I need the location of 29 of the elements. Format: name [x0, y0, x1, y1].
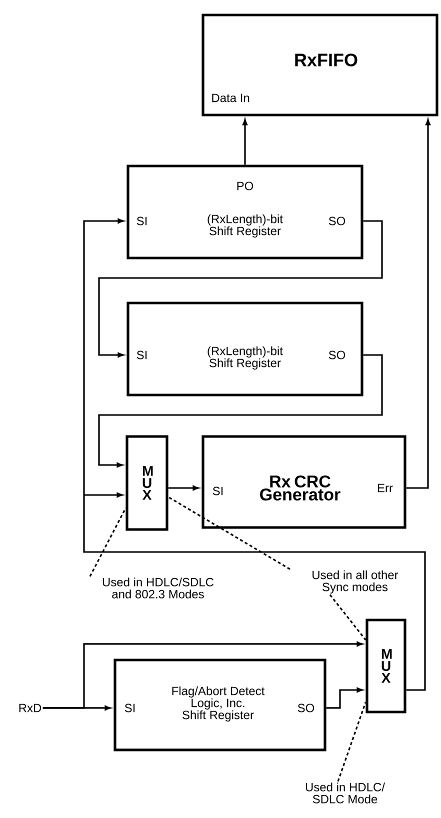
- arrow: [406, 119, 430, 489]
- multiplexer-box: M U X: [126, 435, 168, 531]
- port-label: SI: [136, 350, 147, 360]
- note-text: Used in HDLC/SDLC and 802.3 Modes: [102, 578, 214, 598]
- arrow: [98, 220, 383, 358]
- port-label: PO: [237, 182, 254, 190]
- port-label: SO: [298, 704, 314, 712]
- leader-line: [168, 496, 290, 570]
- port-label: SI: [212, 486, 223, 496]
- port-label: SO: [328, 216, 346, 226]
- note-text: Used in HDLC/ SDLC Mode: [306, 782, 385, 804]
- arrow: [168, 486, 199, 490]
- leader-line: [89, 508, 126, 577]
- arrow: [42, 642, 363, 709]
- leader-line: [337, 702, 366, 782]
- note-text: Used in all other Sync modes: [312, 570, 398, 594]
- signal-label: RxD: [19, 704, 42, 712]
- port-label: Err: [378, 484, 393, 492]
- arrow: [98, 354, 383, 468]
- leader-line: [329, 594, 366, 640]
- port-label: SI: [124, 704, 135, 712]
- multiplexer-box: M U X: [366, 618, 406, 714]
- arrow: [83, 218, 426, 691]
- arrow: [326, 688, 363, 709]
- port-label: Data In: [212, 94, 250, 102]
- arrow: [242, 119, 248, 165]
- port-label: SI: [136, 216, 147, 226]
- port-label: SO: [328, 350, 346, 360]
- arrow: [84, 492, 123, 498]
